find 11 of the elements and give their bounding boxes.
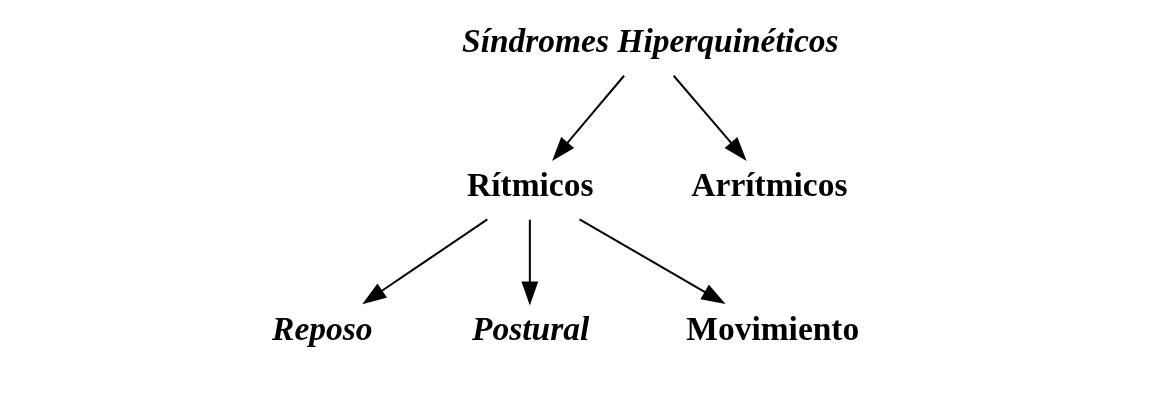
arrow [362, 218, 488, 305]
arrow [521, 219, 539, 306]
arrow [579, 218, 726, 304]
node-text: Postural [472, 309, 590, 347]
node-text: Rítmicos [467, 165, 594, 203]
node-text: Arrítmicos [691, 165, 848, 203]
node-text: Reposo [272, 309, 373, 347]
arrow [672, 75, 747, 161]
node-text: Síndromes Hiperquinéticos [462, 21, 839, 59]
arrow [552, 75, 625, 161]
node-text: Movimiento [686, 309, 860, 347]
